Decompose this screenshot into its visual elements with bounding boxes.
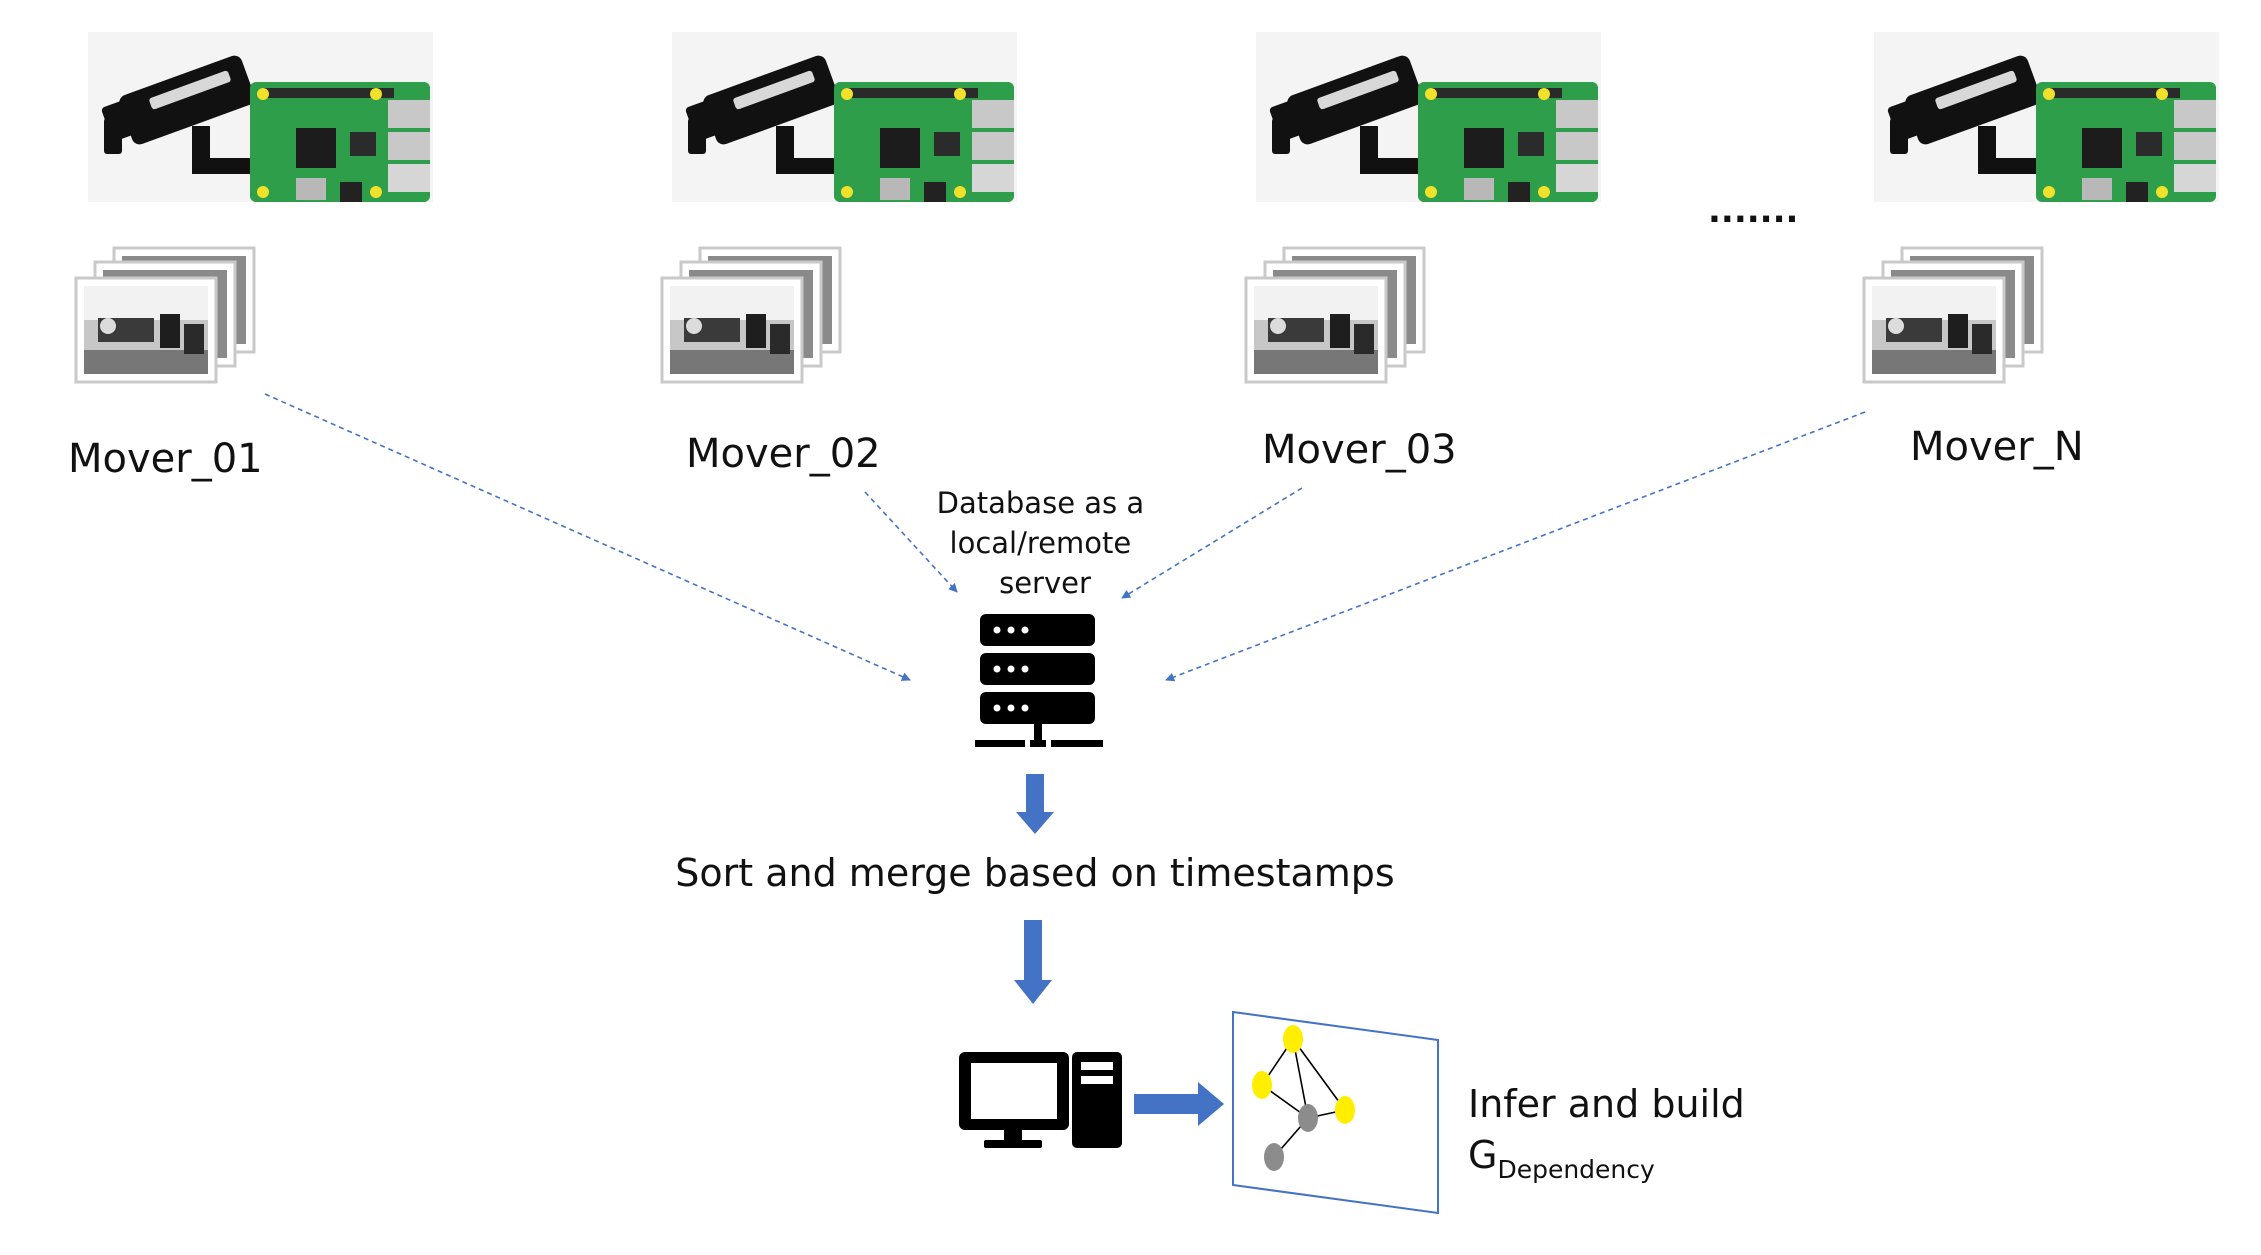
mover-label: Mover_01: [68, 436, 263, 482]
server-icon: [975, 614, 1103, 747]
process-label: Sort and merge based on timestamps: [675, 851, 1394, 895]
mover-label: Mover_03: [1262, 427, 1457, 473]
flow-arrow-down: [1014, 920, 1052, 1004]
camera-icon: [672, 32, 1017, 202]
output-graph-symbol: GDependency: [1468, 1133, 1655, 1184]
upload-arrow-1: [264, 393, 911, 681]
mover-unit-1: [74, 32, 433, 384]
ellipsis: .......: [1708, 191, 1798, 231]
image-stack-icon: [660, 246, 842, 384]
camera-icon: [1874, 32, 2219, 202]
database-label: Database as a local/remote server: [937, 486, 1154, 600]
camera-icon: [1256, 32, 1601, 202]
mover-unit-n: [1862, 32, 2219, 384]
output-label: Infer and build: [1468, 1082, 1745, 1126]
image-stack-icon: [1244, 246, 1426, 384]
graph-panel-icon: [1232, 1010, 1439, 1215]
mover-label: Mover_N: [1910, 424, 2084, 470]
upload-arrow-2: [864, 491, 958, 593]
flow-arrow-right: [1134, 1082, 1224, 1126]
image-stack-icon: [1862, 246, 2044, 384]
mover-label: Mover_02: [686, 431, 881, 477]
mover-unit-3: [1244, 32, 1601, 384]
mover-unit-2: [660, 32, 1017, 384]
upload-arrow-n: [1165, 411, 1866, 682]
image-stack-icon: [74, 246, 256, 384]
camera-icon: [88, 32, 433, 202]
computer-icon: [959, 1052, 1122, 1148]
flow-arrow-down: [1016, 774, 1054, 834]
upload-arrow-3: [1121, 487, 1303, 599]
